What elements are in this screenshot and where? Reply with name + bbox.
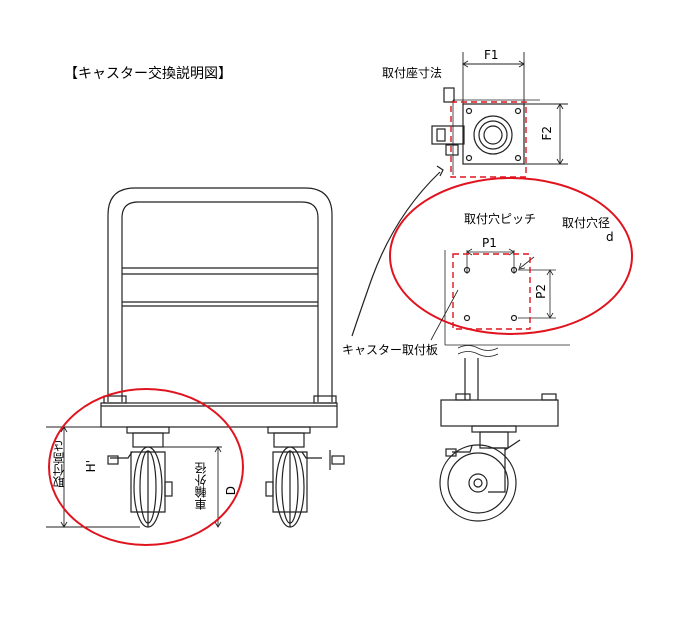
highlight-circle-left: [48, 388, 244, 546]
label-caster-plate: キャスター取付板: [342, 343, 439, 357]
label-hole-diameter: 取付穴径: [562, 216, 611, 230]
highlight-circle-right: [389, 177, 633, 335]
label-mount-height: 取付高さ: [52, 440, 66, 488]
label-wheel-diameter: 車輪外径: [194, 462, 208, 510]
hole-pitch-detail: [444, 248, 570, 357]
mount-plate-top-view: [431, 52, 568, 175]
label-mount-dimensions: 取付座寸法: [382, 66, 443, 80]
label-p1: P1: [482, 236, 497, 250]
label-f2: F2: [540, 126, 554, 141]
left-caster: [107, 426, 173, 528]
label-d-small: d: [606, 230, 614, 244]
label-p2: P2: [534, 284, 548, 299]
dimension-mount-height: [46, 426, 140, 528]
label-d-big: D: [224, 486, 238, 496]
hand-truck-front-view: [46, 187, 345, 528]
label-hole-pitch: 取付穴ピッチ: [464, 212, 537, 226]
hole-pattern-dashed-outline: [452, 253, 531, 330]
right-caster: [265, 426, 345, 528]
leader-line-upper: [351, 171, 441, 337]
label-h: H': [84, 460, 98, 473]
dimension-wheel-diameter: [150, 446, 222, 528]
diagram-title: 【キャスター交換説明図】: [64, 66, 232, 82]
mount-plate-dashed-outline: [450, 101, 527, 178]
caster-side-view: [439, 358, 559, 522]
label-f1: F1: [484, 48, 499, 62]
